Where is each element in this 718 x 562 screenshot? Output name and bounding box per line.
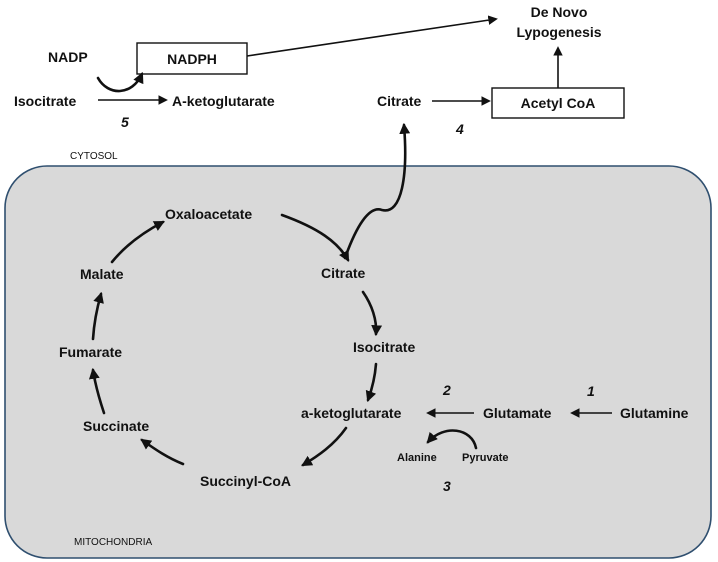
citrate-mito-label: Citrate [321,265,366,281]
nadph-to-lipogenesis-arrow [246,15,498,57]
succinate-to-fumarate-arrow [88,367,106,415]
mitochondria-compartment [4,165,712,559]
de-novo-label-line1: De Novo [531,4,588,20]
pyruvate-label: Pyruvate [462,452,508,464]
isocitrate-mito-label: Isocitrate [353,339,415,355]
fumarate-to-malate-arrow [91,291,104,341]
alanine-label: Alanine [397,452,437,464]
de-novo-label-line2: Lypogenesis [516,24,601,40]
acetyl-coa-label: Acetyl CoA [521,95,596,111]
nadph-box [136,42,248,75]
succinyl-coa-label: Succinyl-CoA [200,473,291,489]
citrate-cytosol-label: Citrate [377,93,422,109]
step-3-number: 3 [443,478,451,494]
step-1-number: 1 [587,383,595,399]
succinyl-coa-to-succinate-arrow [140,438,185,466]
oxaloacetate-label: Oxaloacetate [165,206,252,222]
mitochondria-label: MITOCHONDRIA [74,537,152,548]
a-ketoglutarate-to-succinyl-coa-arrow [301,426,348,467]
isocitrate-to-a-ketoglutarate-arrow [365,362,378,403]
malate-to-oxaloacetate-arrow [110,220,165,264]
glutamate-label: Glutamate [483,405,552,421]
cytosol-label: CYTOSOL [70,151,118,162]
succinate-label: Succinate [83,418,149,434]
glutamine-label: Glutamine [620,405,689,421]
citrate-to-isocitrate-arrow [361,290,383,337]
step-2-number: 2 [442,382,451,398]
fumarate-label: Fumarate [59,344,122,360]
a-ketoglutarate-mito-label: a-ketoglutarate [301,405,402,421]
isocitrate-cytosol-label: Isocitrate [14,93,76,109]
nadp-to-nadph-arrow [96,72,144,93]
step-4-number: 4 [455,121,464,137]
nadph-label: NADPH [167,51,217,67]
oxaloacetate-to-citrate-arrow [280,213,350,262]
a-ketoglutarate-cytosol-label: A-ketoglutarate [172,93,275,109]
step-5-number: 5 [121,114,129,130]
pyruvate-to-alanine-arrow [426,429,478,450]
nadp-label: NADP [48,49,88,65]
malate-label: Malate [80,266,124,282]
citrate-export-arrow [343,122,411,260]
